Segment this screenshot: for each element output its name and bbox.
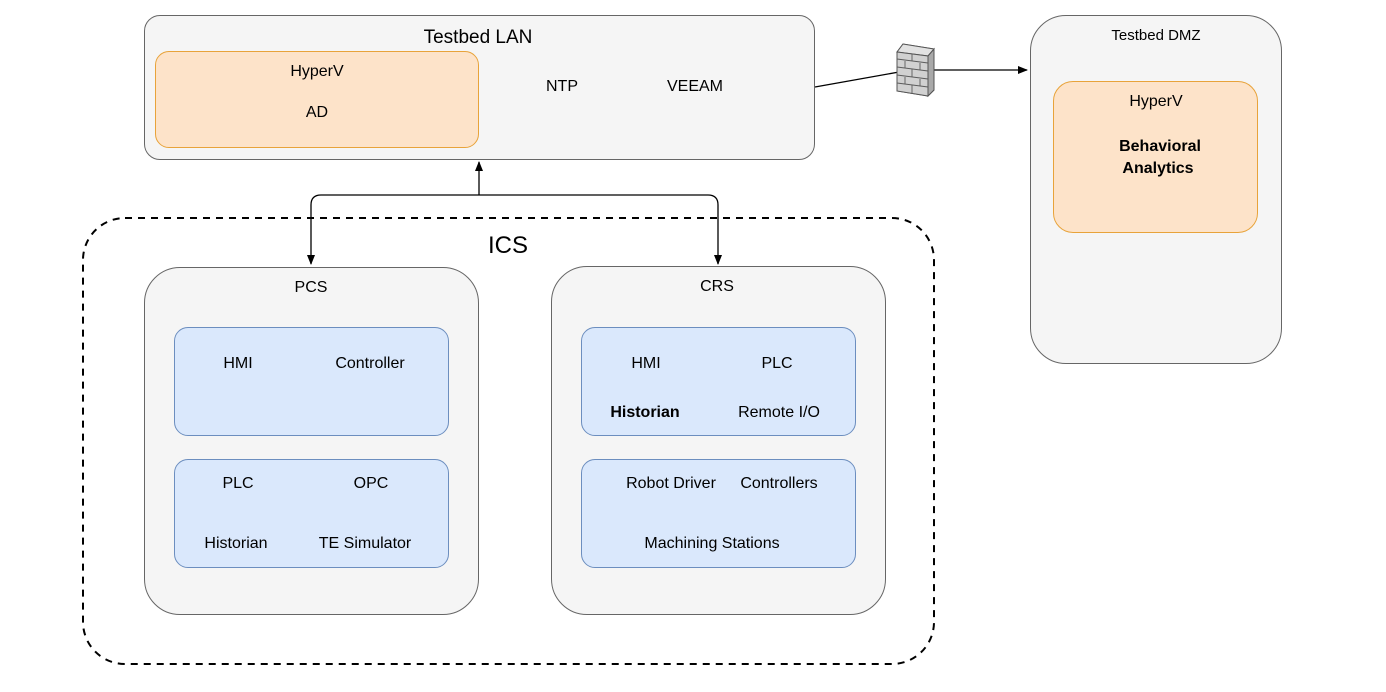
crs-plc-label: PLC xyxy=(761,355,793,372)
connector-lan-to-firewall xyxy=(814,71,900,88)
firewall-icon xyxy=(896,43,935,98)
crs-bottom-box xyxy=(581,459,856,568)
pcs-title: PCS xyxy=(294,279,328,296)
crs-historian-label: Historian xyxy=(610,404,680,421)
connector-lan-to-pcs xyxy=(307,194,479,265)
pcs-opc-label: OPC xyxy=(353,475,389,492)
connector-lan-to-crs xyxy=(479,194,722,265)
crs-hmi-label: HMI xyxy=(631,355,661,372)
crs-title: CRS xyxy=(700,278,734,295)
lan-veeam-label: VEEAM xyxy=(666,78,724,95)
ics-title: ICS xyxy=(487,232,529,259)
pcs-historian-label: Historian xyxy=(204,535,268,552)
dmz-hyperv-box xyxy=(1053,81,1258,233)
pcs-hmi-label: HMI xyxy=(223,355,253,372)
crs-robot-driver-label: Robot Driver xyxy=(626,475,716,492)
lan-ntp-label: NTP xyxy=(546,78,578,95)
crs-top-box xyxy=(581,327,856,436)
lan-hyperv-label: HyperV xyxy=(290,63,344,80)
crs-controllers-label: Controllers xyxy=(740,475,818,492)
pcs-bottom-box xyxy=(174,459,449,568)
ics-boundary xyxy=(82,217,935,665)
testbed-lan-title: Testbed LAN xyxy=(423,27,533,48)
behavioral-analytics-line1: Behavioral xyxy=(1119,138,1201,155)
testbed-dmz-title: Testbed DMZ xyxy=(1111,27,1201,44)
pcs-controller-label: Controller xyxy=(335,355,405,372)
pcs-plc-label: PLC xyxy=(222,475,254,492)
lan-hyperv-box xyxy=(155,51,479,148)
behavioral-analytics-line2: Analytics xyxy=(1122,160,1194,177)
pcs-te-simulator-label: TE Simulator xyxy=(318,535,412,552)
dmz-hyperv-label: HyperV xyxy=(1129,93,1183,110)
pcs-top-box xyxy=(174,327,449,436)
crs-machining-stations-label: Machining Stations xyxy=(644,535,780,552)
lan-ad-label: AD xyxy=(305,104,329,121)
crs-remote-io-label: Remote I/O xyxy=(738,404,820,421)
